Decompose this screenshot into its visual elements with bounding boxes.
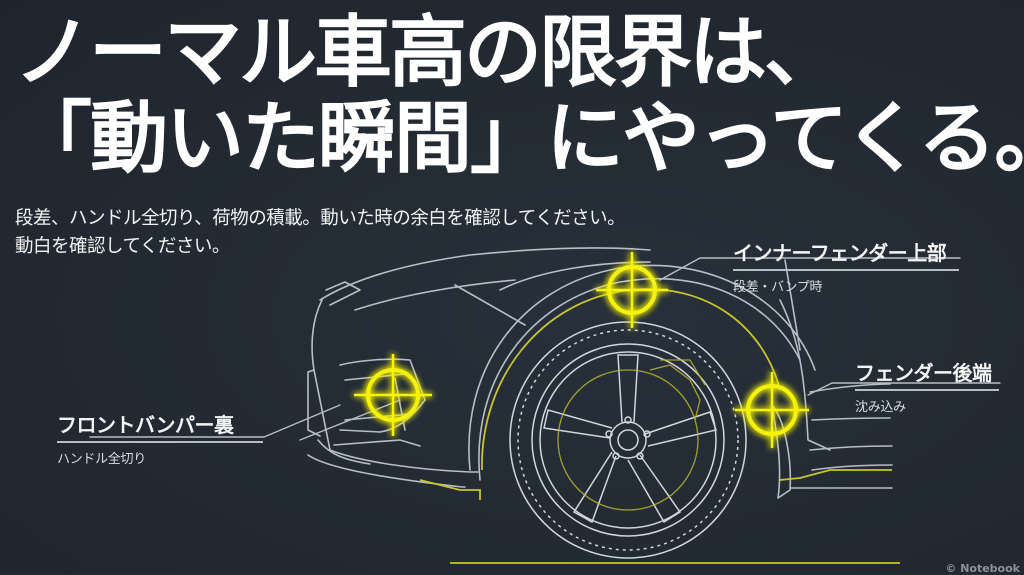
callout-title: フェンダー後端 (855, 357, 999, 391)
subtext-line-1: 段差、ハンドル全切り、荷物の積載。動いた時の余白を確認してください。 (15, 208, 626, 229)
target-fender-rear (735, 372, 809, 448)
callout-front-bumper-inner: フロントバンパー裏 ハンドル全切り (57, 409, 263, 467)
subtext: 段差、ハンドル全切り、荷物の積載。動いた時の余白を確認してください。 動白を確認… (15, 205, 626, 261)
subtext-line-2: 動白を確認してください。 (15, 236, 230, 257)
target-front-bumper (354, 354, 432, 436)
headline-line-2: 「動いた瞬間」にやってくる。 (14, 94, 1024, 184)
callout-subtitle: ハンドル全切り (57, 452, 146, 467)
brake-disc (557, 359, 706, 511)
target-inner-fender-top (596, 252, 668, 328)
headline-line-1: ノーマル車高の限界は、 (14, 8, 842, 98)
callout-title: フロントバンパー裏 (57, 409, 263, 443)
headline: ノーマル車高の限界は、 「動いた瞬間」にやってくる。 (14, 10, 1024, 182)
target-markers (354, 252, 809, 448)
callout-subtitle: 段差・バンプ時 (733, 280, 823, 295)
wheel-spokes (543, 354, 717, 524)
callout-title: インナーフェンダー上部 (733, 237, 959, 271)
callout-subtitle: 沈み込み (855, 400, 906, 415)
callout-inner-fender-top: インナーフェンダー上部 段差・バンプ時 (733, 237, 959, 295)
callout-fender-rear-edge: フェンダー後端 沈み込み (855, 357, 999, 415)
watermark: © Notebook (945, 562, 1020, 575)
car-body-outline (89, 247, 1001, 499)
wheel-tire (509, 321, 747, 559)
